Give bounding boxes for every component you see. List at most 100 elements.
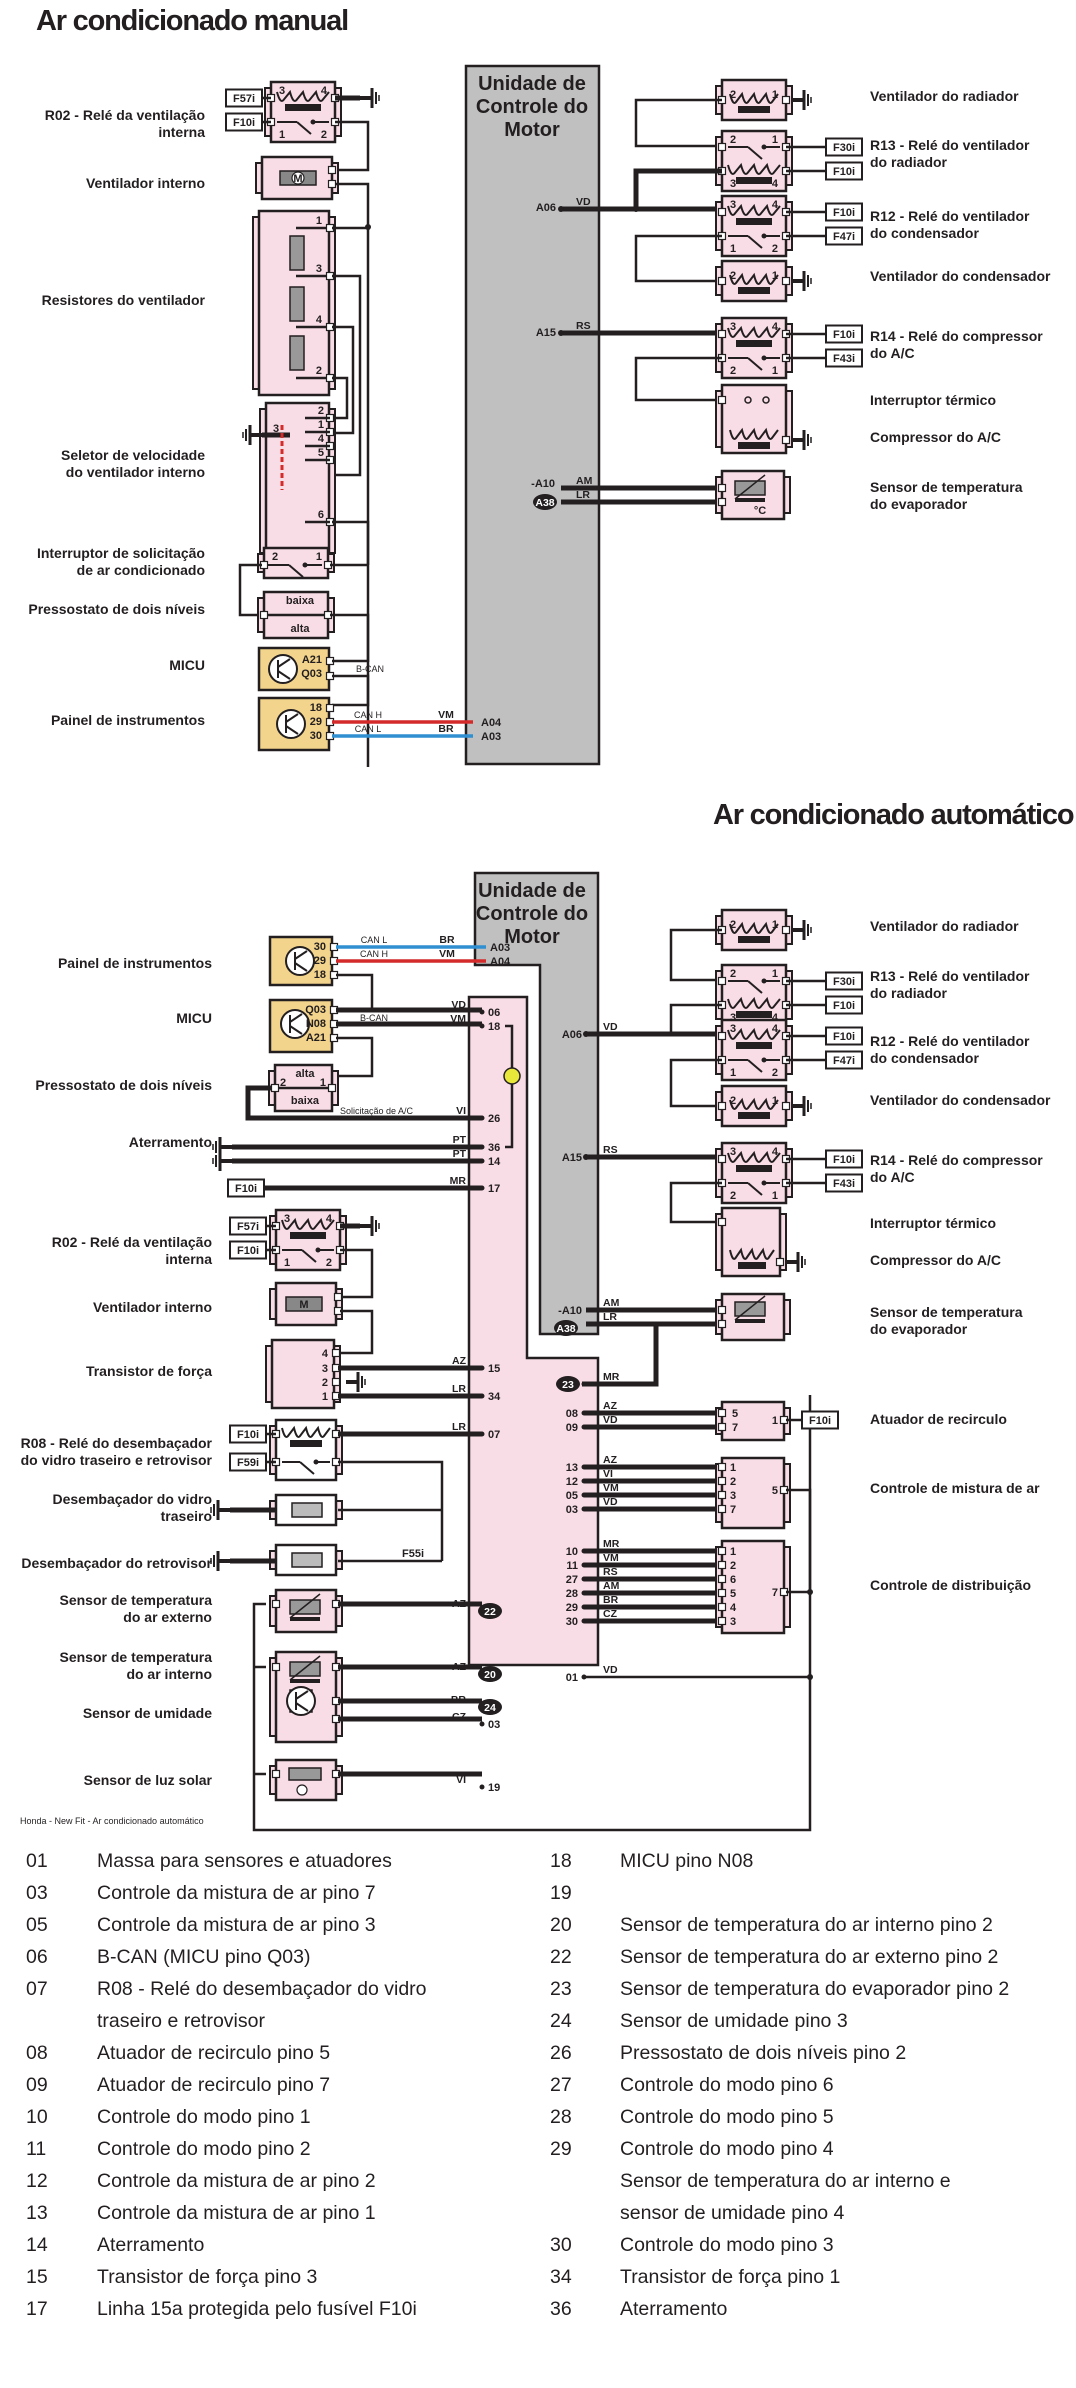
celsius: °C bbox=[754, 505, 766, 517]
coil-icon bbox=[727, 996, 781, 1009]
ecu-title: Motor bbox=[504, 119, 560, 141]
wire bbox=[561, 485, 722, 505]
legend-pin-number: 06 bbox=[26, 1946, 48, 1968]
terminal bbox=[271, 1769, 281, 1779]
transistor-leads bbox=[277, 658, 291, 680]
component-label-r14: R14 - Relé do compressor bbox=[870, 1152, 1043, 1168]
terminal bbox=[717, 1504, 727, 1514]
pin-number: 3 bbox=[730, 1146, 736, 1158]
ecu-pin: A06 bbox=[562, 1029, 582, 1041]
fuse-label: F10i bbox=[237, 1429, 259, 1441]
ground-icon bbox=[210, 1551, 230, 1571]
component-label-vent_int: Ventilador interno bbox=[93, 1299, 212, 1315]
hvac-pin: 14 bbox=[488, 1156, 501, 1168]
legend-pin-number: 09 bbox=[26, 2074, 48, 2096]
legend-description: Controle da mistura de ar pino 7 bbox=[97, 1882, 376, 1904]
terminal bbox=[717, 1408, 727, 1418]
motor-letter: M bbox=[293, 173, 302, 185]
coil-icon bbox=[729, 1247, 775, 1260]
component-label-micu: MICU bbox=[176, 1010, 212, 1026]
thermistor-icon bbox=[289, 1599, 321, 1615]
wire-color: MR bbox=[603, 1538, 620, 1550]
legend-description: Transistor de força pino 3 bbox=[97, 2266, 318, 2288]
wire-color: VI bbox=[603, 1468, 613, 1480]
hvac-pin: 18 bbox=[488, 1021, 500, 1033]
component-label-seletor: do ventilador interno bbox=[66, 464, 205, 480]
legend-pin-number: 29 bbox=[550, 2138, 572, 2160]
transistor-leads bbox=[294, 950, 308, 972]
wire-color: CZ bbox=[603, 1608, 618, 1620]
legend-description: Linha 15a protegida pelo fusível F10i bbox=[97, 2298, 417, 2320]
wire bbox=[634, 98, 722, 148]
wire-color: VM bbox=[603, 1552, 619, 1564]
pin-number: 1 bbox=[772, 89, 778, 101]
pin-number: 4 bbox=[730, 1602, 737, 1614]
legend-description: Atuador de recirculo pino 5 bbox=[97, 2042, 331, 2064]
pin-number: 2 bbox=[280, 1077, 286, 1089]
ecu-pin: A03 bbox=[490, 942, 510, 954]
junction-dot bbox=[807, 1674, 813, 1680]
ecu-pin: A03 bbox=[481, 731, 501, 743]
pin-number: 5 bbox=[318, 447, 324, 459]
component-label-r13: R13 - Relé do ventilador bbox=[870, 968, 1030, 984]
fuse-label: F10i bbox=[233, 117, 255, 129]
pin-number: 2 bbox=[730, 968, 736, 980]
wire bbox=[254, 1665, 266, 1776]
junction-dot bbox=[807, 1589, 813, 1595]
wire-color: VD bbox=[576, 196, 591, 208]
terminal bbox=[717, 976, 727, 986]
can-l-label: CAN L bbox=[361, 935, 388, 945]
pin-number: 2 bbox=[730, 1095, 736, 1107]
legend-pin-number: 20 bbox=[550, 1914, 572, 1936]
pin-number: 2 bbox=[730, 1476, 736, 1488]
pin-number: 5 bbox=[730, 1588, 736, 1600]
ecu-title: Unidade de bbox=[478, 880, 586, 902]
legend-description: Sensor de temperatura do ar interno e bbox=[620, 2170, 951, 2192]
transistor-icon bbox=[280, 1009, 310, 1039]
pin-number: 1 bbox=[772, 1415, 778, 1427]
legend-pin-number: 14 bbox=[26, 2234, 48, 2256]
component-label-interruptor: de ar condicionado bbox=[77, 562, 205, 578]
wire bbox=[296, 226, 330, 380]
painel-pin: 18 bbox=[310, 702, 322, 714]
pin-number: 2 bbox=[318, 405, 324, 417]
pin-number: 1 bbox=[316, 551, 322, 563]
component-label-painel: Painel de instrumentos bbox=[58, 955, 212, 971]
fuse-label: F10i bbox=[809, 1415, 831, 1427]
hvac-pin: 03 bbox=[488, 1719, 500, 1731]
terminal bbox=[717, 1154, 727, 1164]
pin-number: 1 bbox=[320, 1077, 326, 1089]
pin-number: 1 bbox=[772, 134, 778, 146]
component-label-sens_solar: Sensor de luz solar bbox=[84, 1772, 213, 1788]
hvac-pin: 29 bbox=[566, 1602, 578, 1614]
thermistor-arrow bbox=[289, 1655, 321, 1681]
thermistor-icon bbox=[289, 1661, 321, 1677]
legend-pin-number: 07 bbox=[26, 1978, 48, 2000]
fuse-label: F43i bbox=[833, 353, 855, 365]
led-icon bbox=[503, 1067, 521, 1085]
wire-color: MR bbox=[450, 1175, 467, 1187]
terminal bbox=[717, 329, 727, 339]
legend-pin-number: 23 bbox=[550, 1978, 572, 2000]
wire-color: VD bbox=[603, 1496, 618, 1508]
terminal bbox=[717, 1305, 727, 1315]
wire bbox=[232, 1144, 482, 1164]
wire-color: VM bbox=[603, 1482, 619, 1494]
component-label-comp: Compressor do A/C bbox=[870, 1252, 1001, 1268]
pin-number: 2 bbox=[316, 365, 322, 377]
micu-pin: A21 bbox=[302, 654, 322, 666]
component-label-r14: do A/C bbox=[870, 1169, 915, 1185]
pin-number: 1 bbox=[730, 1067, 736, 1079]
coil-core bbox=[736, 1165, 772, 1172]
ecu-pin: A15 bbox=[536, 327, 556, 339]
coil-icon bbox=[727, 203, 781, 216]
component-label-evap: do evaporador bbox=[870, 496, 968, 512]
terminal bbox=[331, 1348, 341, 1358]
motor-letter: M bbox=[299, 1299, 308, 1311]
pin-number: 1 bbox=[322, 1391, 328, 1403]
coil-core bbox=[290, 1440, 322, 1447]
wire-color: LR bbox=[452, 1383, 466, 1395]
connector-badge bbox=[478, 1666, 502, 1682]
wire bbox=[340, 1248, 374, 1299]
ground-icon bbox=[792, 920, 812, 940]
